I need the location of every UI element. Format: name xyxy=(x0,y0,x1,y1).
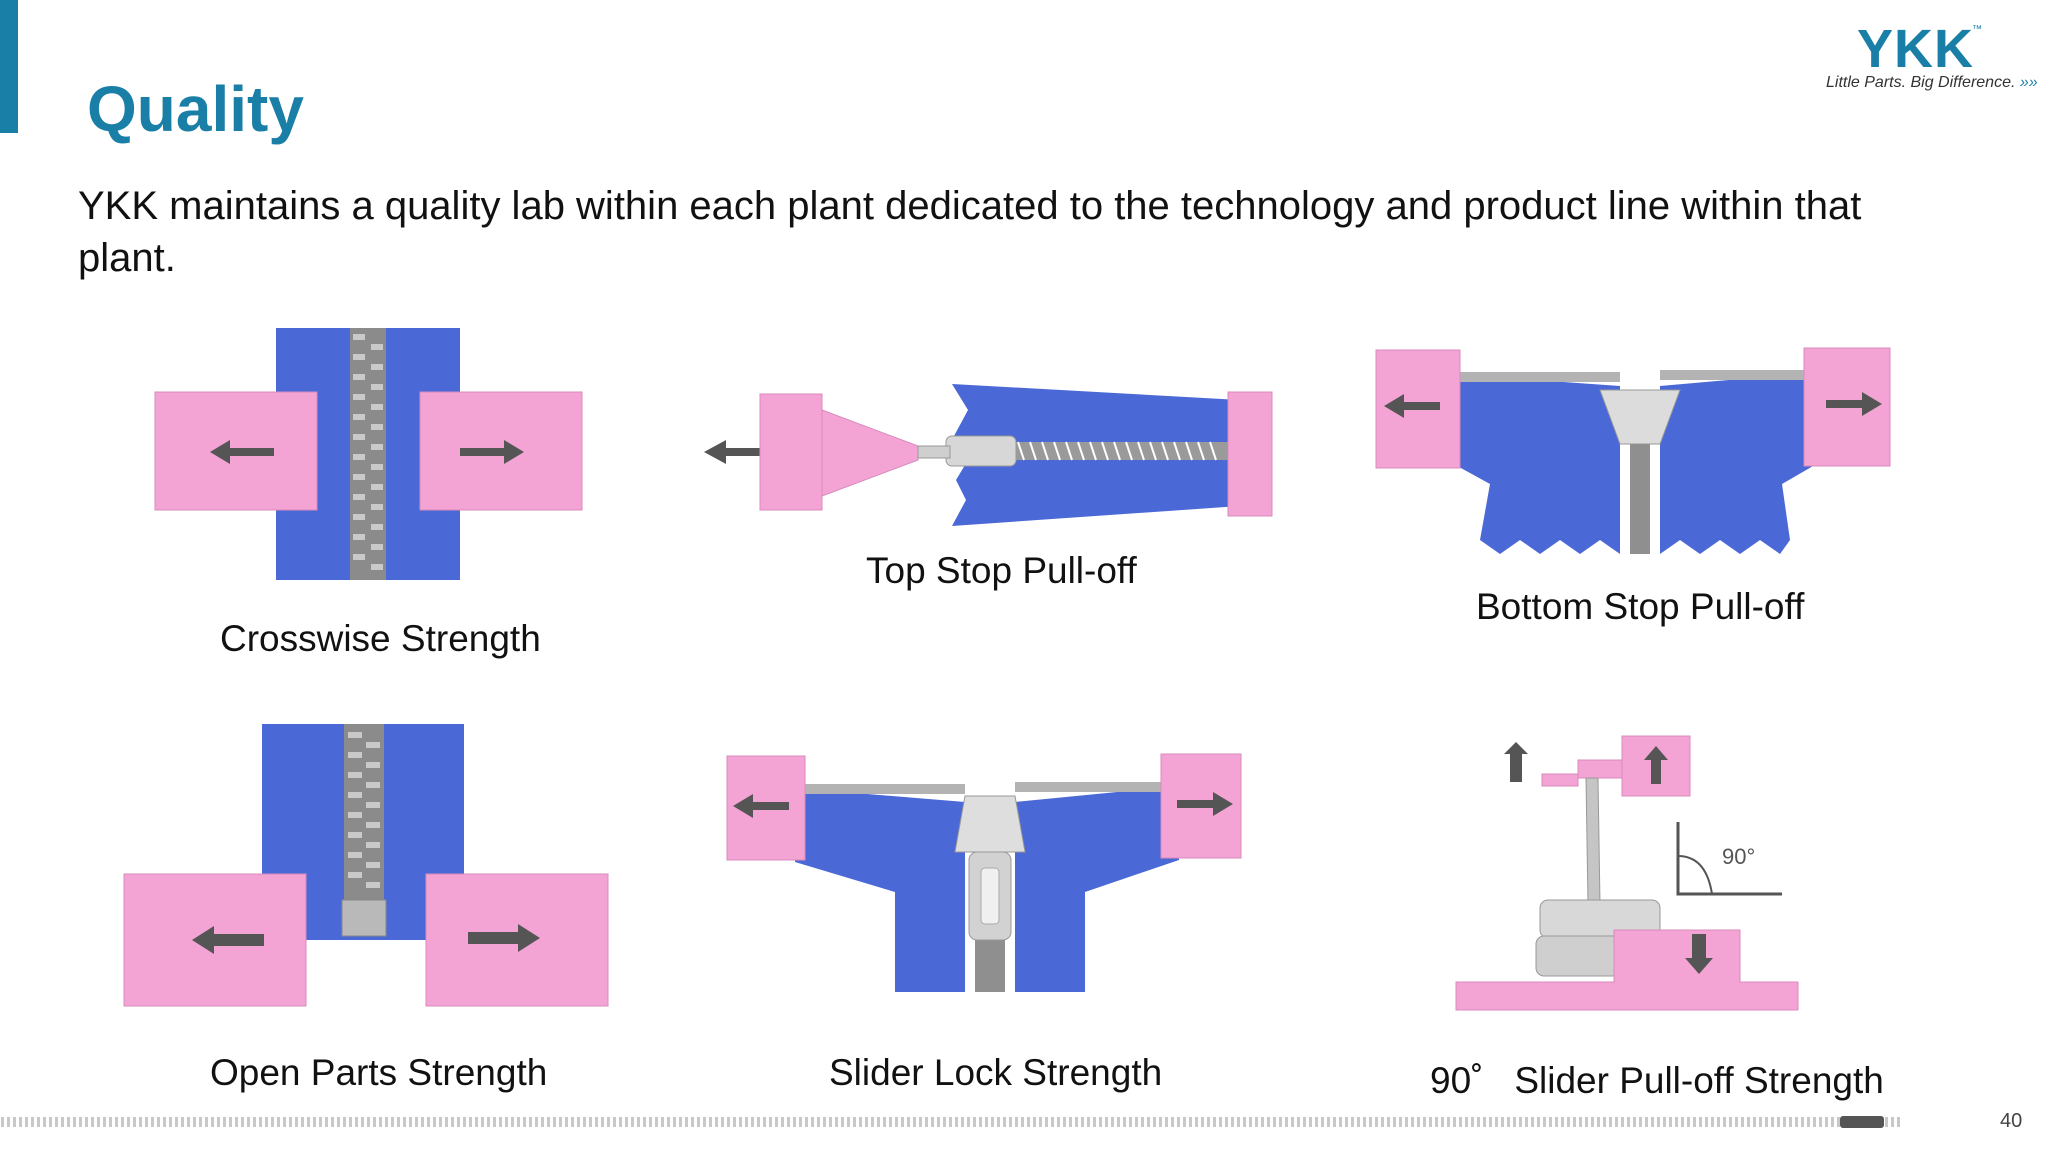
open-parts-strength-figure: Open Parts Strength xyxy=(120,720,620,1100)
angle-label: 90° xyxy=(1722,844,1755,869)
crosswise-strength-figure: Crosswise Strength xyxy=(150,322,590,659)
bottom-stop-illustration xyxy=(1375,347,1891,554)
slider-pull-off-illustration: 90° xyxy=(1455,735,1799,1011)
accent-bar xyxy=(0,0,18,133)
caption-bottom-stop-pull-off: Bottom Stop Pull-off xyxy=(1476,586,1805,627)
caption-open-parts-strength: Open Parts Strength xyxy=(210,1052,548,1093)
top-stop-pull-off-figure: Top Stop Pull-off xyxy=(700,380,1280,591)
caption-crosswise-strength: Crosswise Strength xyxy=(220,618,541,659)
ykk-logo: YKK ™ Little Parts. Big Difference. »» xyxy=(1818,18,2038,98)
caption-slider-pull-off-text: Slider Pull-off Strength xyxy=(1514,1060,1884,1101)
slider-pull-off-strength-figure: 90° 90˚ Slider Pull-off Strength xyxy=(1420,730,1920,1110)
caption-top-stop-pull-off: Top Stop Pull-off xyxy=(866,550,1137,591)
logo-tagline: Little Parts. Big Difference. »» xyxy=(1826,74,2038,92)
page-title: Quality xyxy=(87,73,304,145)
slider-lock-illustration xyxy=(726,753,1242,992)
crosswise-illustration xyxy=(154,328,583,580)
intro-text: YKK maintains a quality lab within each … xyxy=(78,184,1862,280)
page-number: 40 xyxy=(2000,1110,2023,1132)
caption-slider-lock-strength: Slider Lock Strength xyxy=(829,1052,1163,1093)
caption-slider-pull-off-strength: 90˚ Slider Pull-off Strength xyxy=(1430,1060,1884,1102)
logo-trademark: ™ xyxy=(1972,24,1982,35)
bottom-stop-pull-off-figure: Bottom Stop Pull-off xyxy=(1370,344,1900,634)
open-parts-illustration xyxy=(123,724,609,1007)
zipper-footer-strip xyxy=(0,1114,1900,1130)
top-stop-illustration xyxy=(704,384,1273,526)
logo-tagline-text: Little Parts. Big Difference. xyxy=(1826,74,2016,91)
logo-arrows-icon: »» xyxy=(2019,74,2038,91)
slider-lock-strength-figure: Slider Lock Strength xyxy=(725,752,1255,1102)
zipper-slider-icon xyxy=(1840,1116,1884,1128)
logo-brand: YKK xyxy=(1856,19,1974,79)
caption-angle-prefix: 90˚ xyxy=(1430,1060,1484,1101)
